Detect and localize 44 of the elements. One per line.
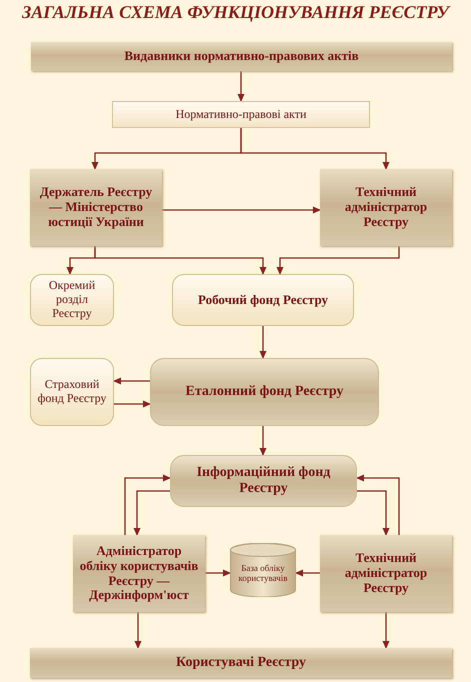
rounded-box — [30, 274, 114, 326]
process-box — [30, 169, 162, 246]
arrow — [260, 326, 266, 359]
process-box — [112, 101, 370, 128]
rounded-box — [170, 455, 357, 507]
node-label: Нормативно-правові акти — [176, 108, 306, 122]
arrow — [162, 206, 321, 214]
node-label: Технічний адміністратор Реєстру — [344, 551, 428, 596]
footer-bar — [30, 648, 452, 678]
node-label: Робочий фонд Реєстру — [198, 292, 328, 308]
node-label: Страховий фонд Реєстру — [36, 378, 108, 406]
rounded-box — [172, 274, 354, 326]
diagram-title: ЗАГАЛЬНА СХЕМА ФУНКЦІОНУВАННЯ РЕЄСТРУ — [21, 2, 452, 23]
arrow — [295, 570, 320, 576]
process-box — [320, 535, 452, 612]
arrow — [357, 490, 390, 536]
header-bar — [31, 42, 452, 71]
process-box — [320, 169, 452, 246]
node-label: Користувачі Реєстру — [176, 654, 306, 672]
node-label: Еталонний фонд Реєстру — [186, 384, 344, 400]
rounded-box — [30, 358, 114, 426]
arrow — [205, 570, 231, 576]
arrow — [260, 426, 266, 456]
arrow — [94, 246, 266, 275]
node-label: Держатель Реєстру — Міністерство юстиції України — [38, 185, 154, 230]
node-label: Інформаційний фонд Реєстру — [196, 464, 332, 498]
arrow — [240, 128, 390, 170]
node-label: Технічний адміністратор Реєстру — [344, 185, 428, 230]
arrow — [134, 490, 170, 536]
arrow — [124, 474, 171, 535]
arrow — [238, 71, 244, 102]
arrow — [113, 378, 150, 384]
database-cylinder — [230, 543, 296, 597]
arrow — [276, 246, 400, 275]
arrow — [382, 612, 390, 649]
process-box — [73, 535, 205, 612]
arrow — [356, 474, 400, 535]
arrow — [134, 612, 142, 649]
rounded-box — [150, 358, 379, 426]
node-label: База обліку користувачів — [237, 562, 289, 584]
node-label: Окремий розділ Реєстру — [48, 279, 96, 321]
arrow — [114, 400, 151, 408]
node-label: Адміністратор обліку користувачів Реєстру — Держінформ'юст — [79, 544, 199, 604]
node-label: Видавники нормативно-правових актів — [124, 49, 359, 64]
